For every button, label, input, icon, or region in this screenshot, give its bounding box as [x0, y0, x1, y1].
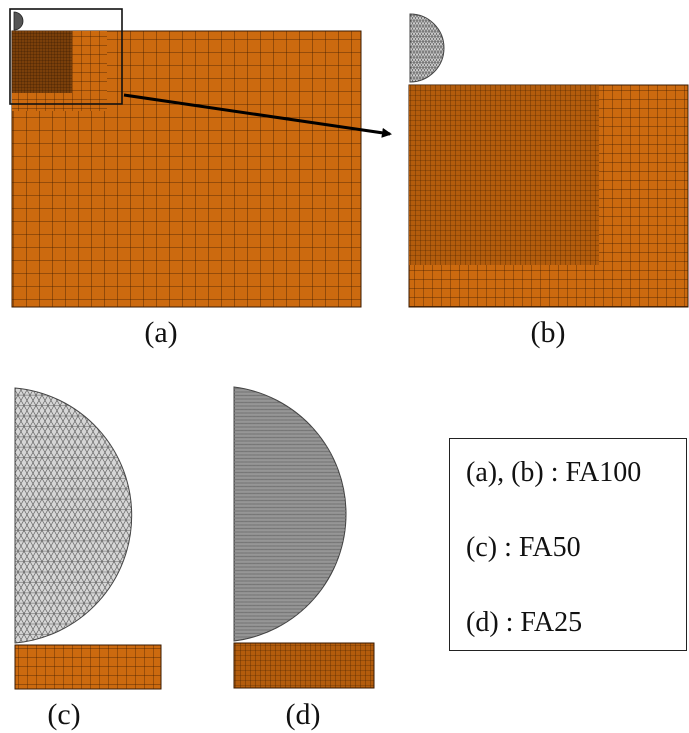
zoom-arrow [123, 93, 392, 138]
panel-label-c: (c) [47, 698, 81, 731]
legend-line-fa50: (c) : FA50 [466, 532, 581, 563]
legend-box: (a), (b) : FA100 (c) : FA50 (d) : FA25 [449, 438, 687, 651]
panel-label-a: (a) [144, 316, 178, 349]
legend-line-fa25: (d) : FA25 [466, 607, 583, 638]
panel-b-mesh [408, 13, 689, 308]
panel-a-mesh [9, 8, 362, 308]
panel-label-d: (d) [285, 698, 321, 731]
panel-label-b: (b) [530, 316, 566, 349]
panel-c-mesh [14, 387, 162, 690]
legend-line-fa100: (a), (b) : FA100 [466, 457, 642, 488]
panel-d-mesh [233, 386, 375, 689]
